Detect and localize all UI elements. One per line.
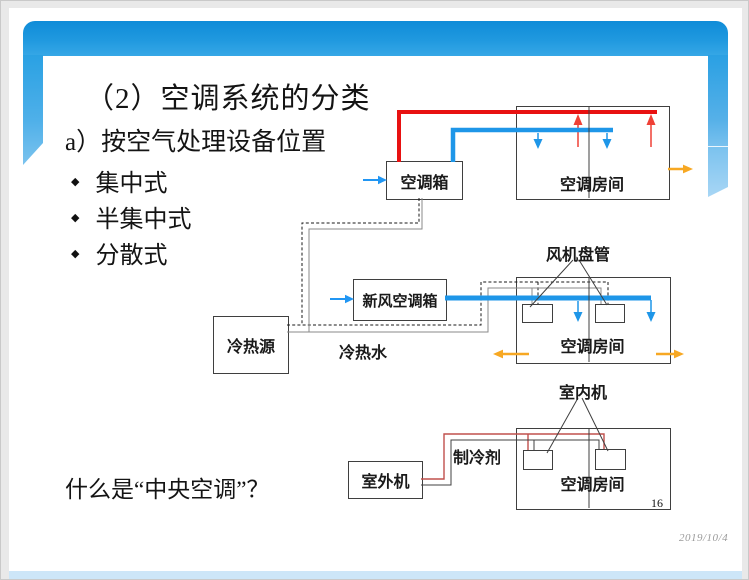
top-blue-band <box>23 21 728 56</box>
outdoor-unit-box: 室外机 <box>348 461 423 499</box>
page-title: （2）空调系统的分类 <box>85 83 371 115</box>
bullet-item-decentralized: ◆ 分散式 <box>71 235 167 270</box>
bullet-marker-icon: ◆ <box>71 176 80 188</box>
date-stamp: 2019/10/4 <box>679 532 729 544</box>
ahu-box: 空调箱 <box>386 161 463 200</box>
question-text: 什么是“中央空调”？ <box>65 477 270 502</box>
indoor-unit-left <box>523 450 553 470</box>
fan-coil-unit-right <box>595 304 625 323</box>
fan-coil-unit-left <box>522 304 553 323</box>
subtitle: a）按空气处理设备位置 <box>65 129 327 156</box>
water-label: 冷热水 <box>339 345 388 362</box>
bullet-label: 集中式 <box>95 171 168 197</box>
fresh-air-ahu-box: 新风空调箱 <box>353 279 447 321</box>
bullet-marker-icon: ◆ <box>71 248 80 260</box>
left-blue-band <box>23 55 43 165</box>
bullet-item-semi-centralized: ◆ 半集中式 <box>71 199 191 234</box>
right-blue-band <box>708 55 728 197</box>
band-seam-line <box>708 146 728 147</box>
page-number: 16 <box>651 496 663 510</box>
indoor-unit-label: 室内机 <box>559 385 608 402</box>
room-label-bottom: 空调房间 <box>560 477 625 494</box>
bullet-label: 分散式 <box>95 243 168 269</box>
room-label-top: 空调房间 <box>559 177 624 194</box>
bullet-marker-icon: ◆ <box>71 212 80 224</box>
bottom-accent-strip <box>9 571 742 579</box>
heat-cold-source-box: 冷热源 <box>213 316 289 374</box>
indoor-unit-right <box>595 449 626 470</box>
refrigerant-label: 制冷剂 <box>453 450 502 467</box>
fan-coil-label: 风机盘管 <box>546 247 611 264</box>
bullet-item-centralized: ◆ 集中式 <box>71 163 167 198</box>
room-label-mid: 空调房间 <box>560 339 625 356</box>
bullet-label: 半集中式 <box>95 207 192 233</box>
